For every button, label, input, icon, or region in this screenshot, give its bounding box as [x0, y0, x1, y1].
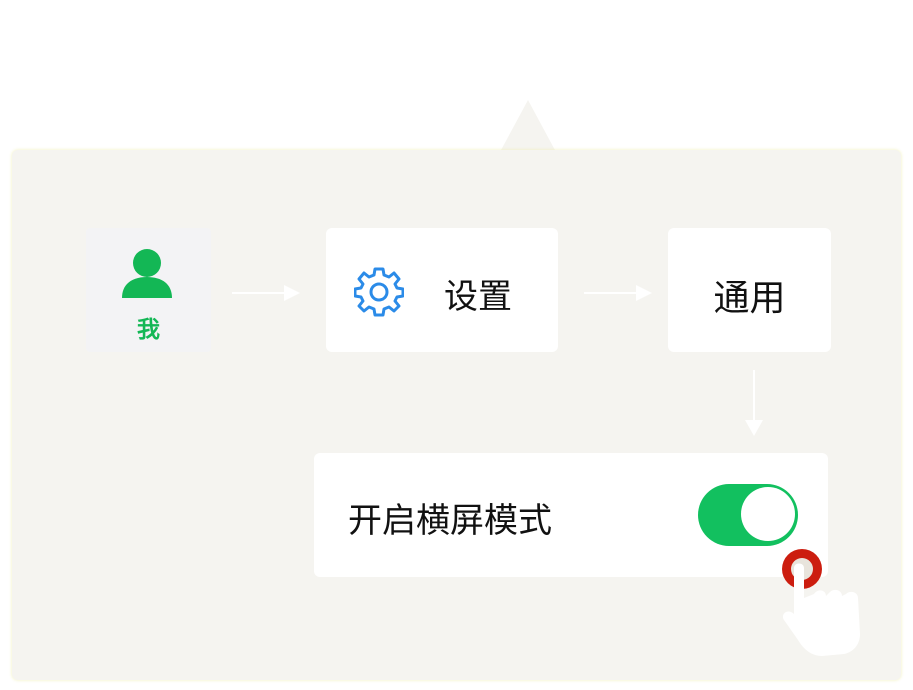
arrow-down-icon: [745, 370, 763, 436]
settings-label: 设置: [444, 277, 512, 317]
gear-icon: [354, 267, 404, 317]
landscape-mode-label: 开启横屏模式: [348, 501, 552, 541]
arrow-right-icon: [232, 285, 300, 301]
landscape-mode-toggle[interactable]: [698, 484, 798, 546]
person-icon: [122, 249, 172, 298]
arrow-right-icon: [584, 285, 652, 301]
callout-pointer: [500, 100, 556, 152]
me-label: 我: [137, 317, 160, 343]
general-item[interactable]: [668, 228, 831, 352]
general-label: 通用: [713, 278, 786, 319]
pointing-hand-icon: [782, 549, 860, 656]
toggle-knob: [741, 487, 795, 541]
settings-item[interactable]: [326, 228, 558, 352]
